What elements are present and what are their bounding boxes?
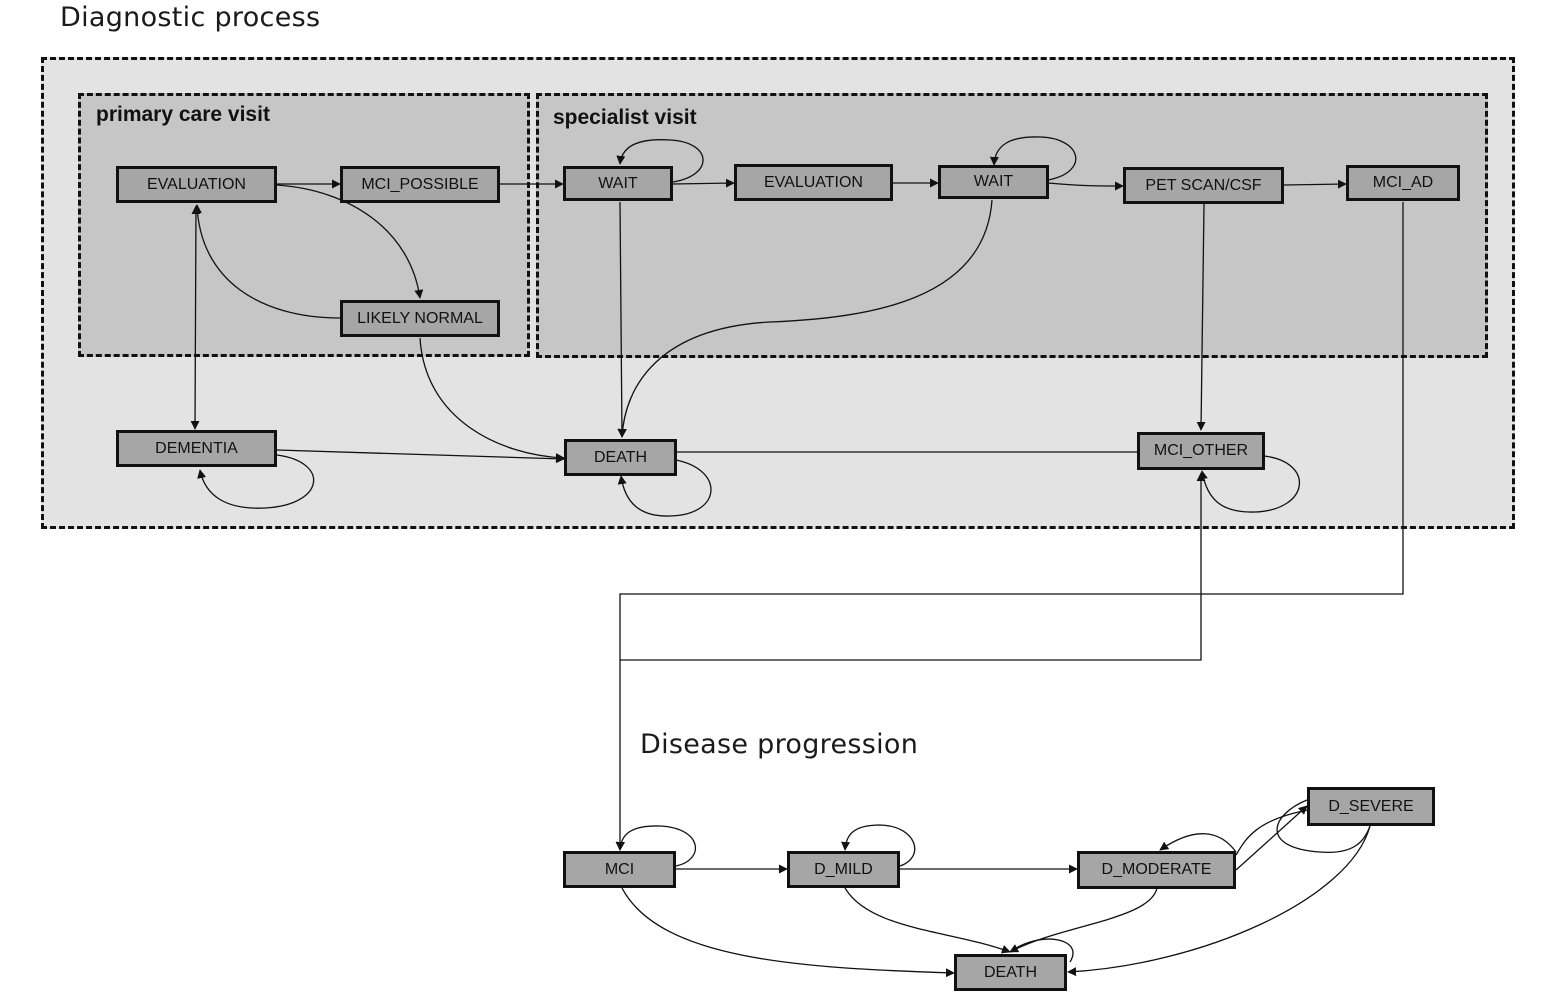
node-wait-2: WAIT [938, 165, 1049, 199]
node-d-moderate: D_MODERATE [1077, 851, 1236, 889]
edge-wait-to-pet-scan [1047, 181, 1124, 191]
edge-dementia-to-death [276, 449, 565, 464]
node-wait-1: WAIT [563, 166, 673, 201]
edge-d-moderate-to-death [1009, 887, 1158, 953]
edge-d-moderate-arrow-into [1159, 833, 1237, 853]
edge-death-self-loop [617, 459, 712, 517]
node-mci-ad: MCI_AD [1346, 165, 1460, 201]
edge-d-mild-to-death [844, 887, 1011, 954]
edge-mci-self-loop [616, 825, 697, 867]
specialist-visit-group [536, 93, 1488, 358]
node-mci-other: MCI_OTHER [1137, 432, 1265, 470]
edge-d-mild-self-loop [841, 824, 916, 867]
edge-mci-other-to-mci [620, 472, 1206, 661]
edge-mci-to-death [621, 887, 955, 978]
disease-progression-title: Disease progression [640, 729, 919, 760]
edge-wait-to-death-curve [617, 199, 993, 438]
node-likely-normal: LIKELY NORMAL [340, 300, 500, 337]
node-evaluation-primary: EVALUATION [116, 166, 277, 203]
node-evaluation-specialist: EVALUATION [734, 164, 893, 201]
edge-d-severe-to-d-moderate [1235, 809, 1309, 856]
edge-death-self-loop-progression [1009, 938, 1074, 963]
node-mci-possible: MCI_POSSIBLE [340, 166, 500, 203]
node-dementia: DEMENTIA [116, 430, 277, 467]
edge-wait-to-evaluation [672, 178, 735, 188]
edge-pet-scan-to-mci-ad [1283, 179, 1347, 189]
node-death-diagnostic: DEATH [564, 439, 677, 476]
node-d-mild: D_MILD [787, 851, 900, 888]
node-d-severe: D_SEVERE [1307, 787, 1435, 826]
edge-mci-other-self-loop [1198, 455, 1301, 513]
edge-d-severe-to-death [1067, 825, 1371, 977]
edge-evaluation-dementia [190, 205, 201, 430]
edge-d-severe-self-loop [1276, 799, 1371, 854]
diagnostic-process-title: Diagnostic process [60, 2, 321, 33]
edge-mci-ad-to-mci [615, 202, 1404, 851]
specialist-visit-label: specialist visit [553, 106, 697, 129]
edge-wait-to-death [617, 201, 627, 438]
node-death-progression: DEATH [954, 954, 1067, 991]
edge-dementia-self-loop [197, 454, 315, 509]
node-mci: MCI [563, 851, 676, 888]
edge-wait-self-loop-1 [616, 139, 704, 183]
edge-likely-normal-to-death [419, 337, 565, 463]
edge-d-moderate-to-d-severe [1235, 805, 1308, 871]
edge-wait-self-loop-2 [989, 136, 1077, 181]
primary-care-visit-label: primary care visit [96, 103, 270, 126]
edge-pet-scan-to-mci-other [1196, 203, 1206, 431]
edge-likely-normal-to-evaluation [192, 204, 341, 319]
edge-evaluation-to-likely-normal [276, 184, 424, 299]
node-pet-scan-csf: PET SCAN/CSF [1123, 167, 1284, 204]
